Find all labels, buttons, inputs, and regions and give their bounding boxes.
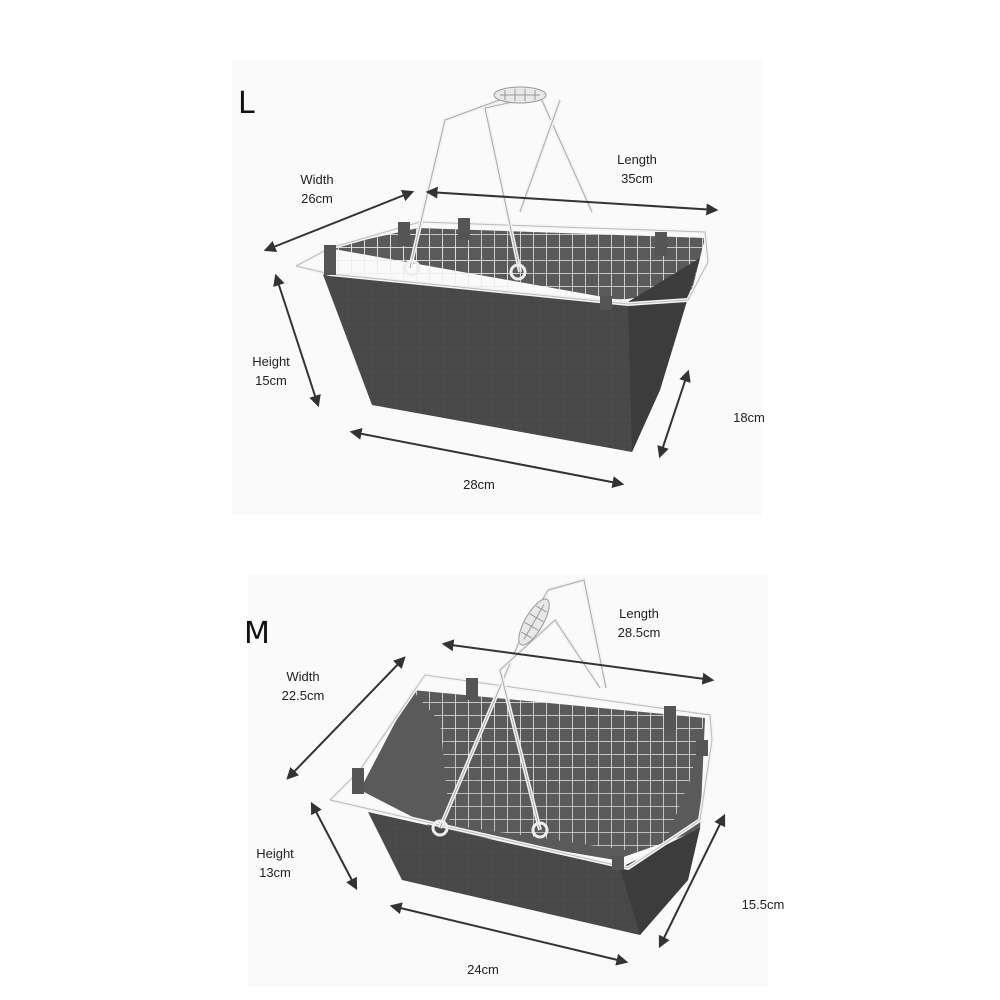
large-length-label: Length 35cm: [604, 150, 670, 188]
medium-height-title: Height: [256, 846, 294, 861]
medium-height-value: 13cm: [259, 865, 291, 880]
large-height-value: 15cm: [255, 373, 287, 388]
medium-height-label: Height 13cm: [240, 844, 310, 882]
large-length-arrow: [425, 186, 719, 216]
medium-width-arrow: [286, 656, 406, 780]
large-width-arrow: [263, 189, 415, 253]
large-side-height-value: 18cm: [733, 410, 765, 425]
medium-length-title: Length: [619, 606, 659, 621]
large-length-value: 35cm: [621, 171, 653, 186]
medium-bottom-arrow: [389, 902, 629, 966]
medium-length-label: Length 28.5cm: [604, 604, 674, 642]
medium-length-arrow: [441, 639, 715, 685]
large-side-arrow: [657, 369, 691, 459]
size-label-large: L: [238, 86, 255, 121]
medium-height-arrow: [310, 801, 358, 891]
medium-bottom-length-value: 24cm: [467, 962, 499, 977]
large-width-title: Width: [300, 172, 334, 187]
medium-width-title: Width: [286, 669, 320, 684]
large-width-value: 26cm: [301, 191, 333, 206]
large-bottom-length-value: 28cm: [463, 477, 495, 492]
medium-basket: [328, 577, 715, 935]
large-bottom-arrow: [349, 427, 625, 489]
medium-side-arrow: [658, 813, 726, 949]
large-height-arrow: [273, 273, 321, 408]
large-height-label: Height 15cm: [238, 352, 304, 390]
size-label-medium: M: [244, 616, 270, 651]
medium-side-height-value: 15.5cm: [741, 897, 785, 912]
medium-width-label: Width 22.5cm: [268, 667, 338, 705]
large-length-title: Length: [617, 152, 657, 167]
medium-length-value: 28.5cm: [617, 625, 661, 640]
large-width-label: Width 26cm: [284, 170, 350, 208]
medium-width-value: 22.5cm: [281, 688, 325, 703]
large-basket: [295, 86, 711, 452]
large-height-title: Height: [252, 354, 290, 369]
